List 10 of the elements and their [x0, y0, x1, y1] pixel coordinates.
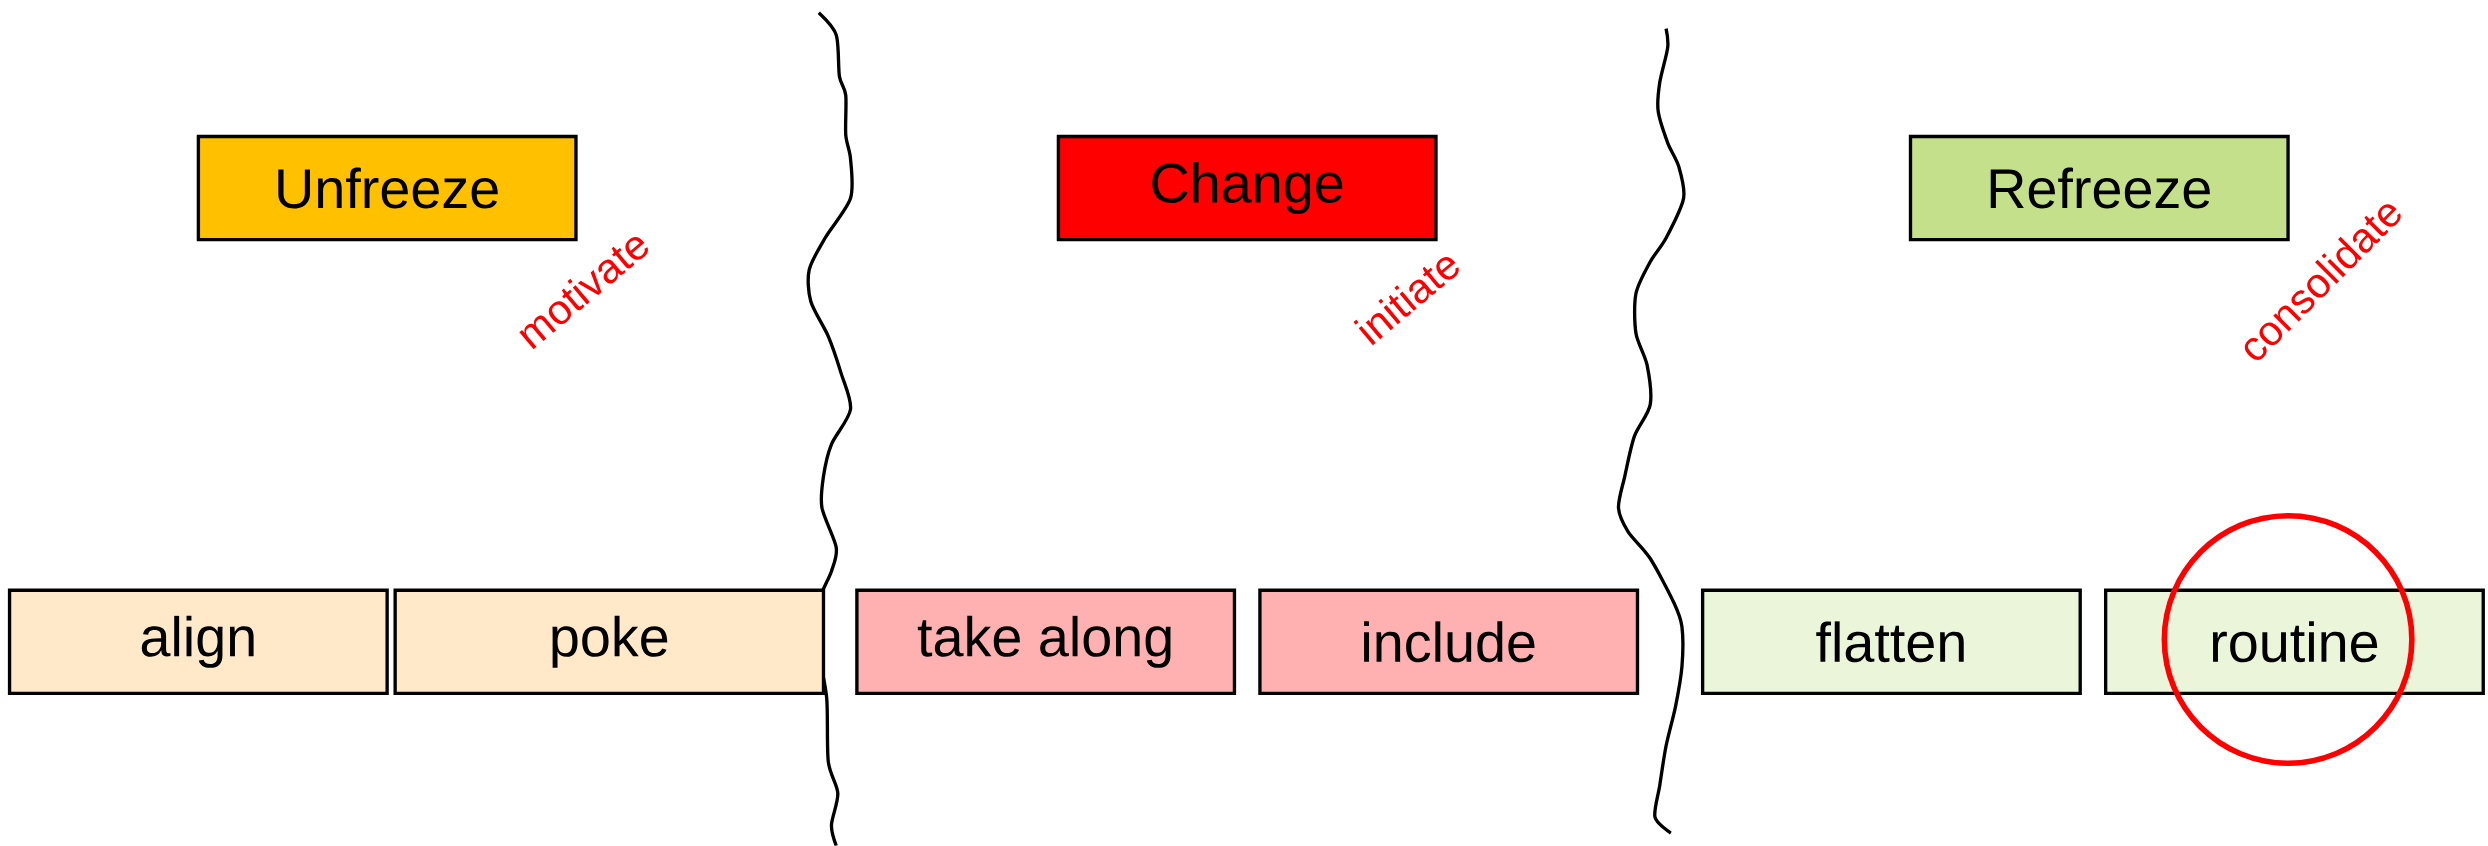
step-box: take along	[855, 588, 1237, 696]
phase-box: Refreeze	[1908, 134, 2290, 242]
step-box: flatten	[1700, 588, 2082, 696]
highlight-circle	[2161, 513, 2415, 767]
step-box: routine	[2104, 588, 2485, 696]
phase-box: Unfreeze	[196, 134, 578, 242]
step-box: poke	[393, 588, 826, 696]
phase-box: Change	[1056, 134, 1438, 242]
step-box: include	[1258, 588, 1640, 696]
step-box: align	[7, 588, 389, 696]
